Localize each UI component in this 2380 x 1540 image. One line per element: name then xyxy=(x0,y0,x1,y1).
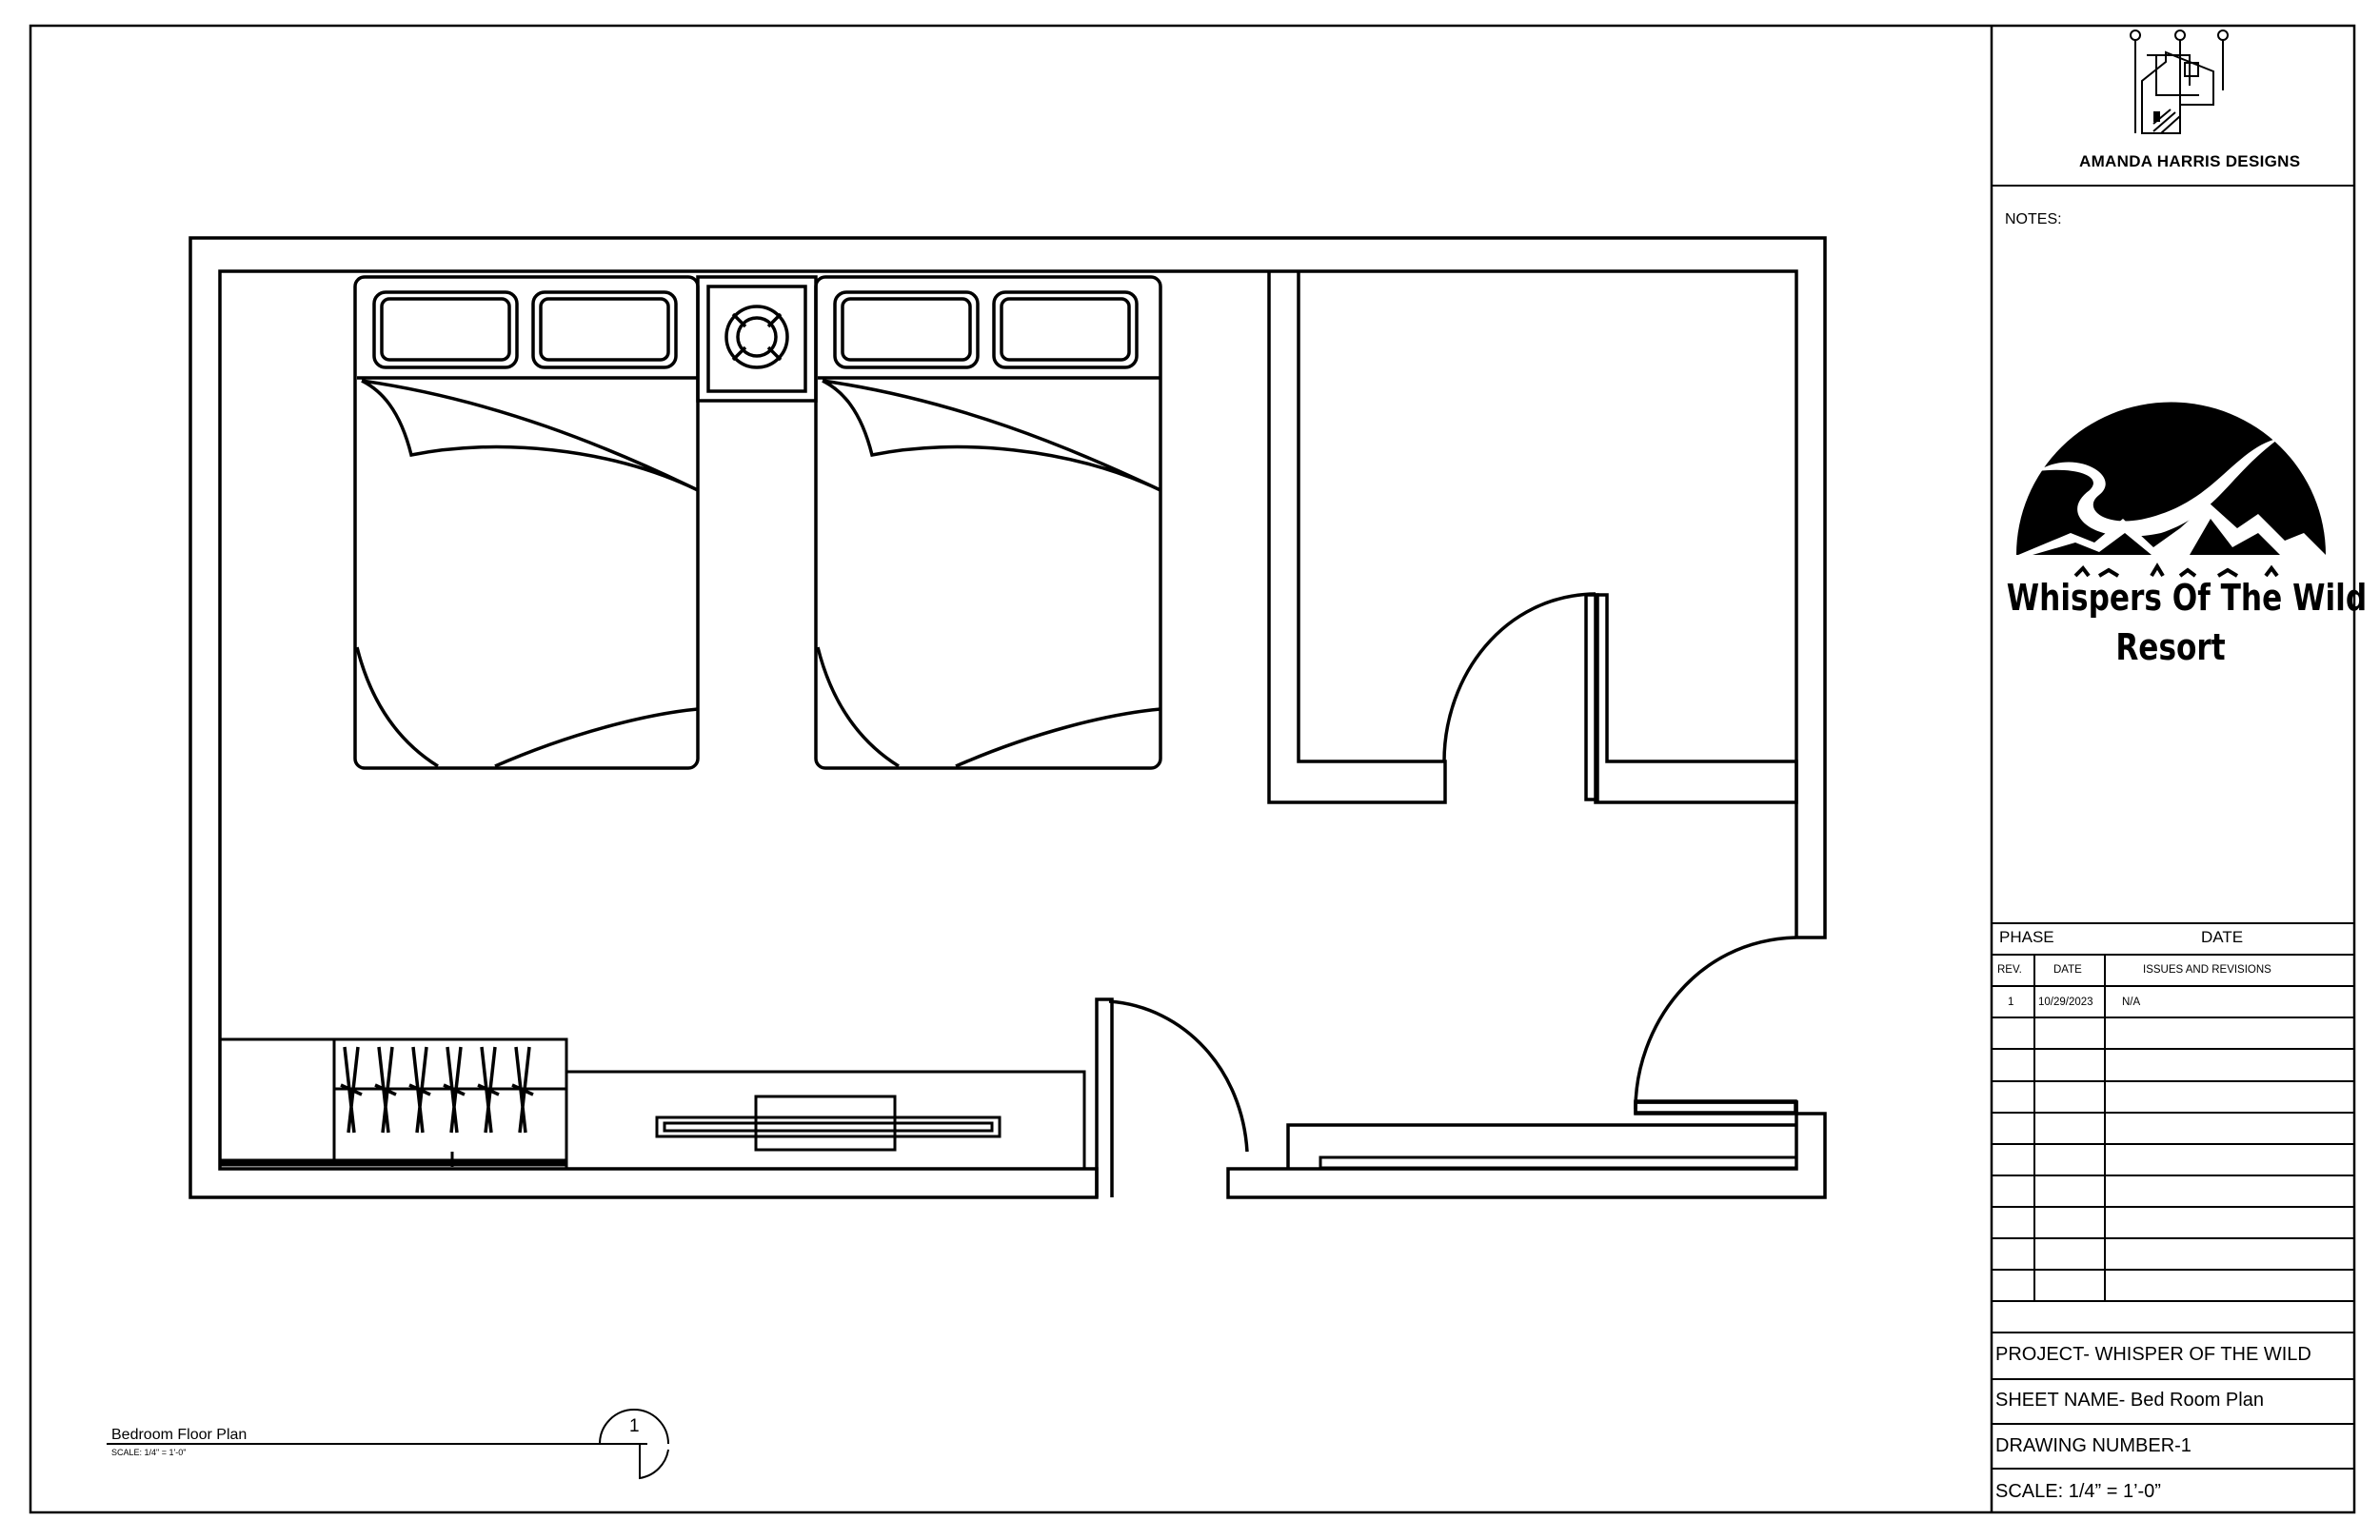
closet-door-swing xyxy=(1634,936,1796,1110)
wall-jamb-left xyxy=(1095,997,1114,1197)
closet-rail xyxy=(1319,1155,1798,1170)
bed-2-pillow-left-inner xyxy=(841,297,972,362)
phase-label: PHASE xyxy=(1999,928,2054,946)
nightstand xyxy=(696,275,818,403)
bed-2-pillow-left xyxy=(833,290,980,369)
bath-door-swing xyxy=(1442,592,1597,762)
bed-2-pillow-right-inner xyxy=(1000,297,1131,362)
plan-scale: SCALE: 1/4" = 1'-0" xyxy=(111,1448,187,1457)
wardrobe xyxy=(218,1037,1086,1171)
hangers xyxy=(340,1046,534,1134)
bed-2-sheet-fold xyxy=(818,376,1161,492)
lamp-inner xyxy=(736,316,778,358)
mountain-resort-logo-icon xyxy=(2016,402,2326,578)
bed-1-pillow-left-inner xyxy=(380,297,511,362)
bed-1-frame xyxy=(353,275,700,770)
drawing-number: DRAWING NUMBER-1 xyxy=(1995,1435,2192,1456)
plan-label xyxy=(107,1409,669,1480)
rev-date-header: DATE xyxy=(2053,964,2082,976)
sheet-scale: SCALE: 1/4” = 1’-0” xyxy=(1995,1481,2161,1502)
rev-row-1-issue: N/A xyxy=(2122,997,2141,1008)
bed-1-pillow-right xyxy=(531,290,678,369)
plan-detail-number: 1 xyxy=(629,1416,640,1436)
beds xyxy=(353,275,1162,770)
bath-wall-right xyxy=(1594,593,1798,804)
entry-door-swing xyxy=(1108,999,1249,1153)
bed-2-pillow-right xyxy=(992,290,1139,369)
wall-west-north xyxy=(188,236,1827,1199)
company-name: AMANDA HARRIS DESIGNS xyxy=(2079,152,2301,170)
bath-wall xyxy=(1267,271,1447,804)
house-logo-icon xyxy=(2130,30,2229,134)
rev-issues-header: ISSUES AND REVISIONS xyxy=(2143,964,2271,976)
rev-row-1-date: 10/29/2023 xyxy=(2038,997,2093,1008)
date-label: DATE xyxy=(2201,928,2244,946)
resort-name-line1: Whispers Of The Wild xyxy=(2006,577,2368,619)
tv-screen xyxy=(655,1116,1002,1138)
closet-door-leaf xyxy=(1634,1099,1797,1115)
plan-title: Bedroom Floor Plan xyxy=(111,1427,248,1443)
bed-2-frame xyxy=(814,275,1162,770)
title-block-lines xyxy=(1992,185,2354,1470)
bed-1-pillow-left xyxy=(372,290,519,369)
tv-screen-inner xyxy=(663,1121,994,1133)
rev-row-1-rev: 1 xyxy=(2008,997,2014,1008)
resort-name-line2: Resort xyxy=(2115,626,2226,668)
bed-1-pillow-right-inner xyxy=(539,297,670,362)
notes-label: NOTES: xyxy=(2005,211,2062,227)
cabinet xyxy=(218,1037,336,1167)
nightstand-inner xyxy=(706,285,807,393)
bed-1-sheet-fold xyxy=(357,376,699,492)
floor-plan xyxy=(188,236,1827,1199)
sheet-border xyxy=(29,24,2356,1514)
bed-2-blanket-bottom xyxy=(816,646,1161,768)
lamp-outer xyxy=(724,305,789,369)
wall-south-east-inner xyxy=(1286,1123,1796,1169)
lamp-cross xyxy=(731,312,783,362)
bed-1-blanket-bottom xyxy=(355,646,699,768)
dresser xyxy=(565,1070,1086,1171)
sheet-name: SHEET NAME- Bed Room Plan xyxy=(1995,1390,2264,1411)
detail-bubble xyxy=(599,1409,669,1445)
detail-bubble-lower xyxy=(639,1444,669,1480)
project-name: PROJECT- WHISPER OF THE WILD xyxy=(1995,1344,2311,1365)
doors xyxy=(1108,592,1797,1153)
rev-header: REV. xyxy=(1997,964,2022,976)
bath-door-leaf xyxy=(1584,593,1599,801)
wall-south-east xyxy=(1226,1112,1827,1199)
